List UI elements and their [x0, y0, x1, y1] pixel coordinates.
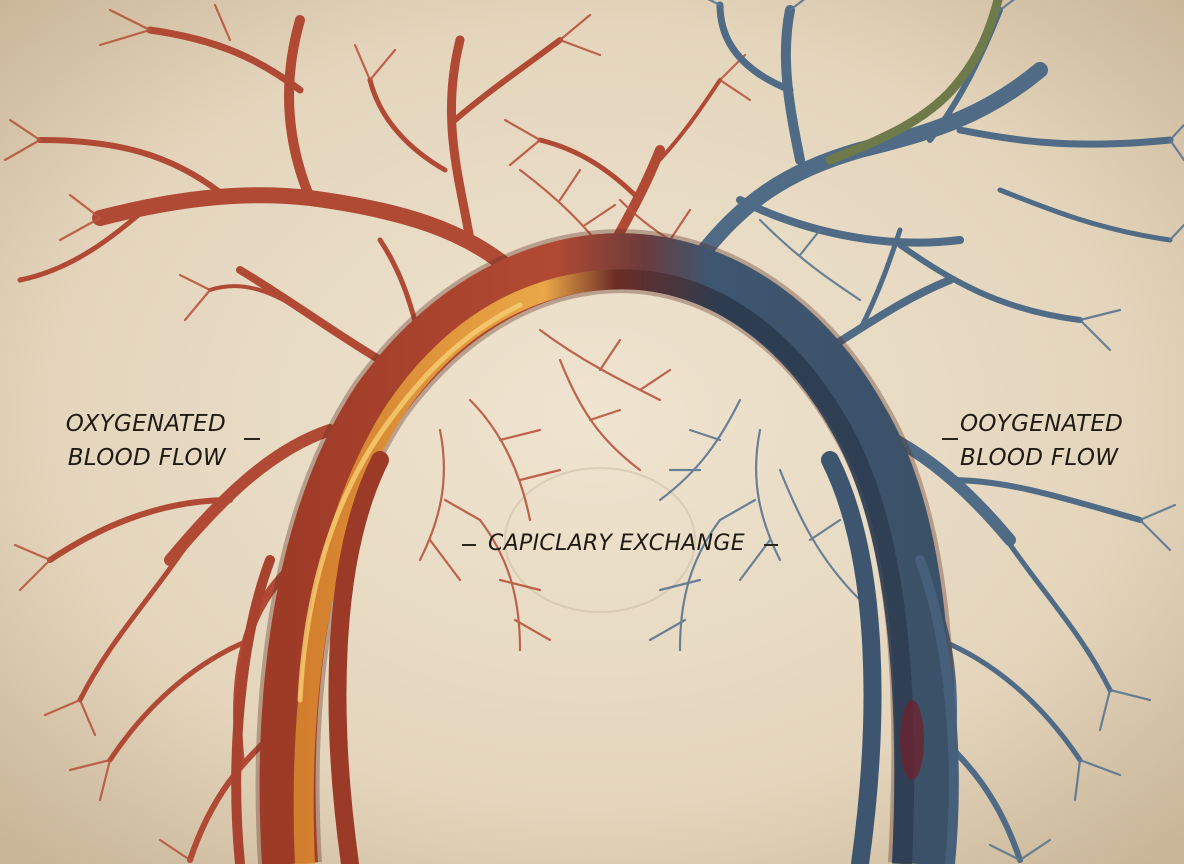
red-cell-deposit [900, 700, 924, 780]
capillary-arch-core [293, 269, 915, 864]
left-label-tick [244, 438, 260, 440]
oxygenated-flow-label: OXYGENATED BLOOD FLOW [36, 407, 226, 475]
right-outer-vein [821, 451, 882, 864]
right-label-tick [942, 438, 958, 440]
capillary-arch-glint [297, 302, 523, 703]
center-label-tick-left [462, 544, 476, 546]
left-label-line2: BLOOD FLOW [67, 445, 226, 471]
artery-fine-branches [3, 3, 752, 862]
left-inner-artery [231, 555, 275, 864]
capillary-arch [259, 233, 952, 864]
left-outer-artery [328, 451, 389, 864]
center-label-tick-right [764, 544, 778, 546]
deoxygenated-flow-label: OOYGENATED BLOOD FLOW [960, 407, 1160, 475]
right-inner-vein [915, 555, 959, 864]
vein-olive-branch [825, 0, 1003, 165]
right-label-line2: BLOOD FLOW [960, 445, 1119, 471]
capillary-exchange-label: CAPICLARY EXCHANGE [488, 531, 745, 556]
faint-sketch-ring [504, 467, 696, 613]
vein-fine-branches [648, 0, 1184, 862]
left-label-line1: OXYGENATED [65, 411, 226, 437]
right-label-line1: OOYGENATED [960, 411, 1124, 437]
